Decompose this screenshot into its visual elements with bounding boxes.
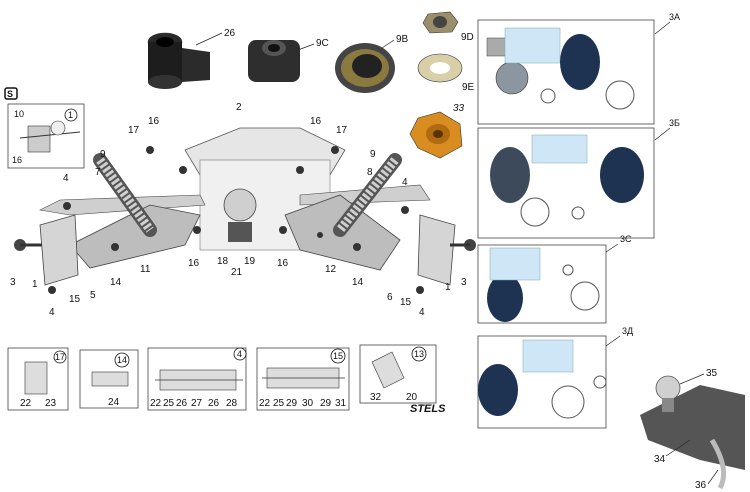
detail-15-n5: 31 (335, 398, 347, 409)
svg-text:S: S (7, 89, 13, 99)
label-3-left: 3 (10, 277, 16, 288)
label-9b: 9B (396, 34, 409, 45)
label-15-left: 16 (148, 116, 160, 127)
label-9d: 9D (461, 32, 474, 43)
label-17-right: 17 (336, 125, 348, 136)
label-19: 19 (244, 256, 256, 267)
label-3d: 3Д (622, 326, 633, 336)
label-36: 36 (695, 480, 707, 491)
detail-box-13: 13 32 20 (359, 344, 437, 404)
label-11: 11 (140, 264, 151, 275)
label-3-right: 3 (461, 277, 467, 288)
detail-4-n5: 28 (226, 398, 238, 409)
bushing-9c (248, 40, 300, 82)
main-labels: 2 17 16 16 17 9 9 7 8 4 4 3 3 1 1 5 6 15… (10, 102, 467, 318)
label-7: 7 (95, 167, 101, 178)
label-12: 12 (325, 264, 337, 275)
label-8: 8 (367, 167, 373, 178)
label-4-top-left: 4 (63, 173, 69, 184)
label-1-left: 1 (32, 279, 38, 290)
inset-tag-1: 1 (68, 110, 73, 120)
label-33: 33 (453, 103, 465, 114)
detail-4-n4: 26 (208, 398, 220, 409)
main-suspension (14, 127, 476, 294)
label-3c: 3C (620, 234, 632, 244)
inset-label-10: 10 (14, 109, 24, 119)
detail-4-n1: 25 (163, 398, 175, 409)
label-9-left: 9 (100, 149, 106, 160)
label-26: 26 (224, 28, 236, 39)
detail-box-14: 14 24 (79, 349, 139, 409)
label-14-right: 15 (400, 297, 412, 308)
detail-15-n4: 29 (320, 398, 332, 409)
label-9e: 9E (462, 82, 475, 93)
detail-15-n3: 30 (302, 398, 314, 409)
label-35: 35 (706, 368, 718, 379)
detail-15-n0: 22 (259, 398, 271, 409)
detail-14-n0: 24 (108, 397, 120, 408)
detail-13-n0: 32 (370, 392, 382, 403)
label-3a: 3A (669, 12, 680, 22)
detail-box-17: 17 22 23 (7, 347, 69, 411)
inset-label-16: 16 (12, 155, 22, 165)
label-15-right: 16 (310, 116, 322, 127)
label-21: 21 (231, 267, 243, 278)
label-5: 5 (90, 290, 96, 301)
label-13-left: 14 (110, 277, 122, 288)
detail-17-n1: 23 (45, 398, 57, 409)
label-4-bottom-left: 4 (49, 307, 55, 318)
bushing-26 (147, 32, 210, 89)
label-9c: 9C (316, 38, 329, 49)
detail-tag-14: 14 (117, 355, 127, 365)
detail-15-n1: 25 (273, 398, 285, 409)
label-14-left: 15 (69, 294, 81, 305)
label-34: 34 (654, 454, 666, 465)
seal-9b (335, 43, 395, 93)
washer-9e (417, 53, 463, 83)
kit-3b: 3Б (477, 118, 680, 239)
detail-tag-17: 17 (55, 352, 65, 362)
stels-logo: STELS (410, 403, 446, 415)
detail-box-15: 15 22 25 29 30 29 31 (256, 347, 350, 411)
label-15-bottom-left: 16 (188, 258, 200, 269)
detail-4-n3: 27 (191, 398, 203, 409)
label-3b: 3Б (669, 118, 680, 128)
label-18: 18 (217, 256, 229, 267)
label-17-left: 17 (128, 125, 140, 136)
kit-3c: 3C (477, 234, 632, 324)
label-9-right: 9 (370, 149, 376, 160)
label-2: 2 (236, 102, 242, 113)
detail-13-n1: 20 (406, 392, 418, 403)
detail-4-n2: 26 (176, 398, 188, 409)
kit-3a: 3A (477, 12, 680, 125)
left-inset: S 1 10 16 (4, 87, 85, 169)
label-4-top-right: 4 (402, 177, 408, 188)
castle-nut-33 (409, 111, 463, 159)
tow-hitch (640, 375, 745, 490)
detail-box-4: 4 22 25 26 27 26 28 (147, 347, 247, 411)
detail-17-n0: 22 (20, 398, 32, 409)
detail-15-n2: 29 (286, 398, 298, 409)
label-15-bottom-right: 16 (277, 258, 289, 269)
nut-9d (422, 11, 459, 34)
label-1-right: 1 (445, 282, 451, 293)
detail-tag-4: 4 (237, 349, 242, 359)
label-6: 6 (387, 292, 393, 303)
label-13-right: 14 (352, 277, 364, 288)
detail-tag-13: 13 (414, 349, 424, 359)
detail-4-n0: 22 (150, 398, 162, 409)
kit-3d: 3Д (477, 326, 633, 429)
detail-tag-15: 15 (333, 351, 343, 361)
label-4-bottom-right: 4 (419, 307, 425, 318)
